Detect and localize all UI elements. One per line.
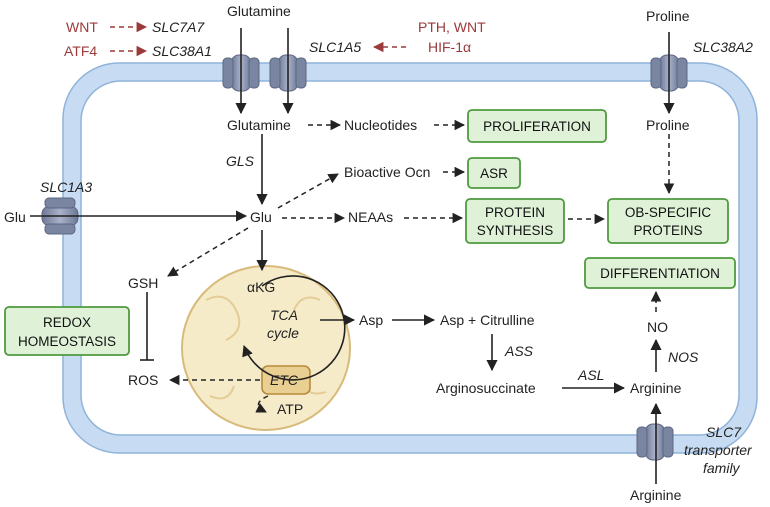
asr-label: ASR: [480, 166, 508, 181]
redox-homeostasis-box: [4, 306, 130, 356]
protein-synthesis-label-2: SYNTHESIS: [477, 223, 554, 238]
regulator-pth-wnt: PTH, WNT: [418, 19, 486, 35]
transporter-slc1a5: SLC1A5: [309, 39, 361, 55]
glutamine-extracellular: Glutamine: [227, 3, 291, 19]
protein-synthesis-label-1: PROTEIN: [485, 205, 545, 220]
proliferation-box: [467, 109, 607, 143]
regulator-slc7a7: SLC7A7: [152, 19, 205, 35]
ros-label: ROS: [128, 372, 158, 388]
regulator-slc38a1: SLC38A1: [152, 43, 212, 59]
arginine-extracellular: Arginine: [630, 487, 682, 503]
no-label: NO: [647, 319, 668, 335]
slc7-label-1: SLC7: [706, 424, 742, 440]
glu-intracellular: Glu: [250, 209, 272, 225]
slc7-label-2: transporter: [684, 442, 753, 458]
differentiation-box: [584, 257, 736, 289]
regulator-arrows: [110, 21, 406, 57]
arginine-transporter: [636, 423, 674, 461]
solid-arrows: [30, 28, 675, 484]
tca-label-2: cycle: [267, 325, 299, 341]
ob-specific-label-1: OB-SPECIFIC: [625, 205, 712, 220]
proline-extracellular: Proline: [646, 8, 690, 24]
nos-enzyme: NOS: [668, 349, 699, 365]
ob-specific-proteins-box: [607, 198, 729, 244]
nucleotides-label: Nucleotides: [344, 117, 417, 133]
dashed-arrows: [167, 119, 675, 413]
differentiation-label: DIFFERENTIATION: [600, 266, 720, 281]
protein-synthesis-box: [465, 198, 565, 244]
redox-label-1: REDOX: [43, 315, 91, 330]
cell-membrane: [63, 63, 757, 453]
tca-label-1: TCA: [270, 307, 298, 323]
proline-intracellular: Proline: [646, 117, 690, 133]
arginine-intracellular: Arginine: [630, 380, 682, 396]
asp-citrulline-label: Asp + Citrulline: [440, 312, 535, 328]
etc-label: ETC: [270, 372, 299, 388]
transporter-slc1a3: SLC1A3: [40, 179, 92, 195]
glu-extracellular: Glu: [4, 209, 26, 225]
ob-specific-label-2: PROTEINS: [633, 223, 702, 238]
regulator-wnt-1: WNT: [66, 19, 98, 35]
slc7-label-3: family: [703, 460, 741, 476]
transporter-slc38a2: SLC38A2: [693, 39, 753, 55]
gsh-label: GSH: [128, 275, 158, 291]
gls-enzyme: GLS: [226, 153, 255, 169]
asp-label: Asp: [359, 312, 383, 328]
proliferation-label: PROLIFERATION: [483, 119, 591, 134]
asr-box: [467, 157, 521, 189]
redox-label-2: HOMEOSTASIS: [18, 334, 116, 349]
atp-label: ATP: [277, 401, 303, 417]
arginosuccinate-label: Arginosuccinate: [436, 380, 536, 396]
regulator-atf4: ATF4: [64, 43, 97, 59]
tca-cycle: [242, 275, 346, 381]
asl-enzyme: ASL: [577, 367, 604, 383]
regulator-hif1a: HIF-1α: [428, 39, 471, 55]
glutamine-intracellular: Glutamine: [227, 117, 291, 133]
neaas-label: NEAAs: [348, 209, 393, 225]
bioactive-ocn-label: Bioactive Ocn: [344, 164, 430, 180]
akg-label: αKG: [247, 279, 275, 295]
ass-enzyme: ASS: [504, 343, 534, 359]
